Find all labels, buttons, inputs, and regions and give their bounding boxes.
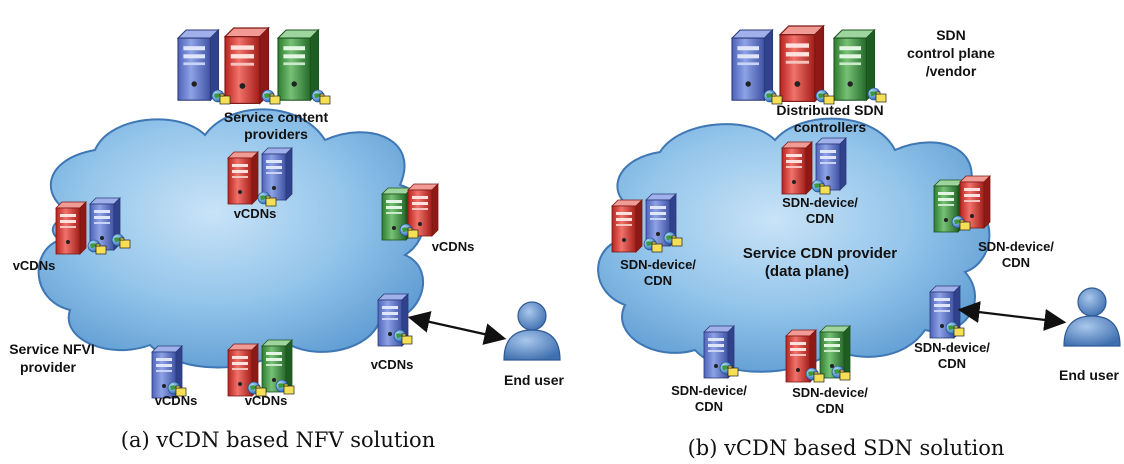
panel-a: Service content providers vCDNs vCDNs vC… [9,27,565,452]
node-label: vCDNs [432,239,475,254]
node-label: vCDNs [245,393,288,408]
globe-icon [867,87,887,103]
server-icon [779,25,825,103]
end-user-label: End user [1059,367,1119,383]
server-icon [611,199,643,253]
cloud-label: Service CDN provider [743,245,897,262]
node-label: SDN-device/ [792,385,868,400]
node-label: vCDNs [155,393,198,408]
nfvi-provider-label: Service NFVI [9,341,95,357]
cloud-icon [597,117,991,373]
server-icon [55,201,87,255]
user-icon [1063,287,1121,347]
node-label: CDN [1002,255,1030,270]
nfvi-provider-label: provider [20,359,77,375]
panel-b: Distributed SDN controllers SDN control … [597,25,1121,460]
server-icon [177,29,220,101]
caption: (a) vCDN based NFV solution [121,428,435,452]
controllers-label: Distributed SDN [776,102,883,118]
control-plane-label: SDN [936,27,966,43]
globe-icon [261,89,281,105]
providers-label: Service content [224,109,329,125]
node-label: SDN-device/ [978,239,1054,254]
node-label: SDN-device/ [914,340,990,355]
double-arrow-icon [957,301,1067,331]
server-icon [277,29,320,101]
server-icon [227,151,259,205]
node-label: SDN-device/ [671,383,747,398]
node-label: CDN [644,273,672,288]
node-label: CDN [806,211,834,226]
server-icon [224,27,270,105]
server-icon [407,183,439,237]
server-icon [781,141,813,195]
double-arrow-icon [407,311,507,345]
server-icon [833,29,876,101]
controllers-label: controllers [794,119,867,135]
cloud-icon [37,108,426,369]
cloud-label: (data plane) [765,263,849,280]
node-label: vCDNs [13,258,56,273]
node-label: CDN [695,399,723,414]
user-icon [503,301,561,361]
end-user-label: End user [504,372,564,388]
server-icon [959,175,991,229]
control-plane-label: control plane [907,45,995,61]
node-label: SDN-device/ [620,257,696,272]
node-label: CDN [938,356,966,371]
globe-icon [311,89,331,105]
node-label: SDN-device/ [782,195,858,210]
node-label: CDN [816,401,844,416]
server-icon [261,147,293,201]
caption: (b) vCDN based SDN solution [688,436,1005,460]
node-label: vCDNs [234,206,277,221]
control-plane-label: /vendor [926,63,977,79]
node-label: vCDNs [371,357,414,372]
server-icon [731,29,774,101]
providers-label: providers [244,126,308,142]
